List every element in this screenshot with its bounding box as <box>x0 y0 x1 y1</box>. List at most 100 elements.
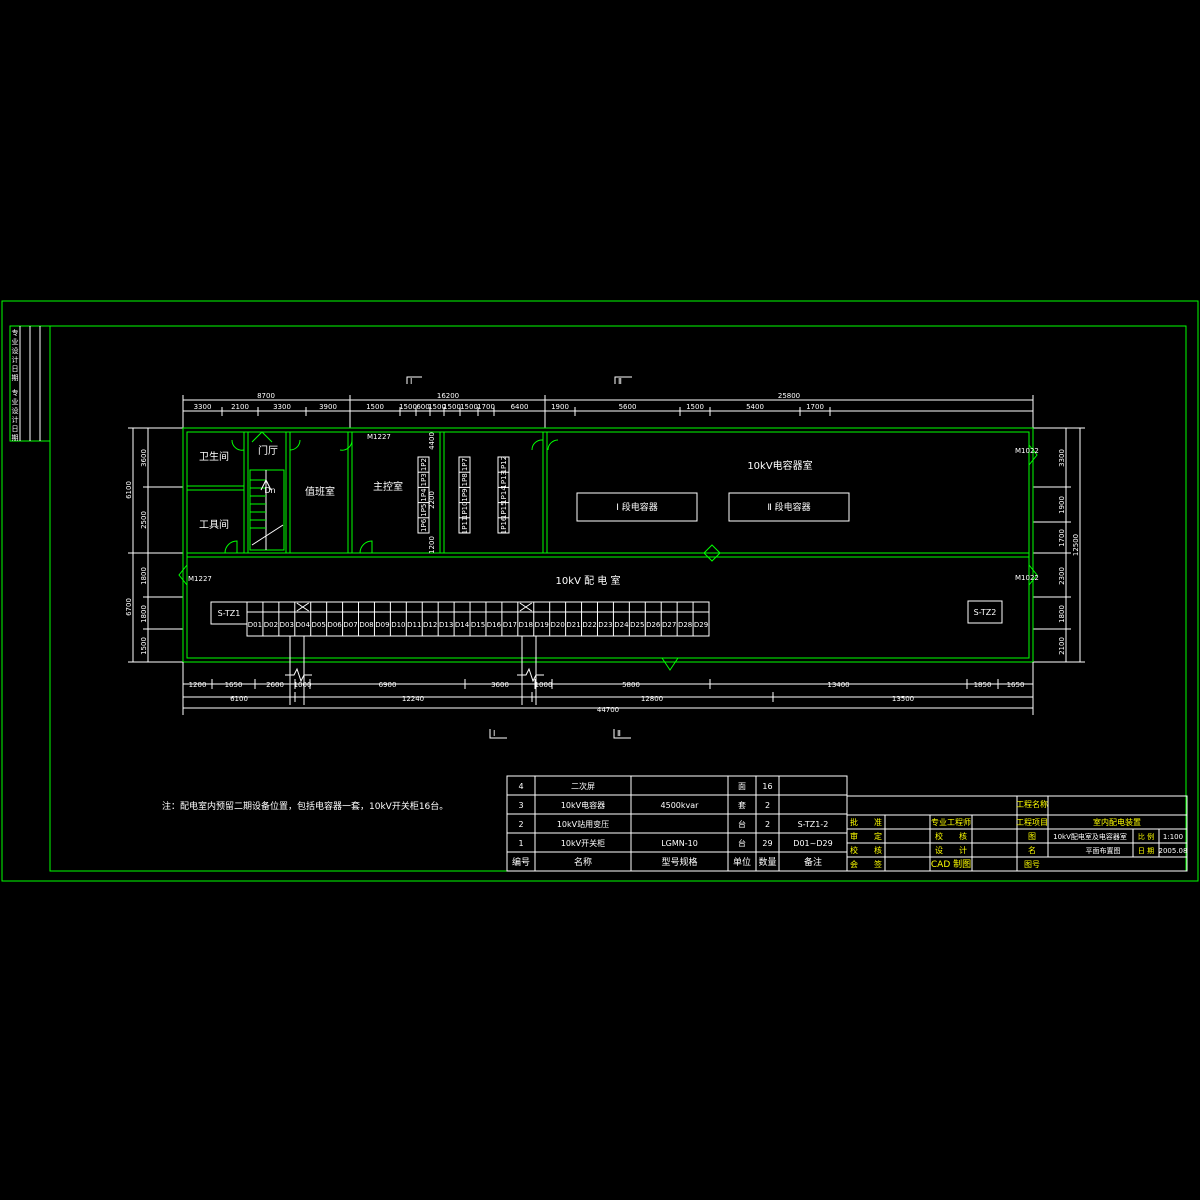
side-strip-12: 期 <box>12 434 19 442</box>
dim-top-inner: 1700 <box>477 403 495 411</box>
dim-top-inner: 1500 <box>686 403 704 411</box>
side-strip-3: 设 <box>12 346 19 355</box>
tb-project-item-value: 室内配电装置 <box>1093 817 1141 827</box>
dim-right-outer: 12500 <box>1072 534 1080 556</box>
room-hall: 门厅 <box>258 444 278 457</box>
side-strip-6: 期 <box>12 374 19 382</box>
tb-project-name-label: 工程名称 <box>1016 799 1048 809</box>
section-mark-c: Ⅰ <box>493 729 495 738</box>
table-cell: 16 <box>762 782 772 791</box>
capacitor-bank-1: Ⅰ 段电容器 <box>616 501 658 513</box>
section-mark-d: Ⅱ <box>617 729 621 738</box>
panel-column <box>458 456 471 534</box>
table-cell: 4 <box>518 782 523 791</box>
dim-bottom-inner: 1650 <box>225 681 243 689</box>
cabinet-label: D18 <box>519 621 533 629</box>
table-header: 名称 <box>574 856 592 868</box>
dim-top-inner: 1500 <box>366 403 384 411</box>
dim-left-outer-1: 6100 <box>125 481 133 499</box>
dim-top-inner: 1500 <box>443 403 461 411</box>
dim-top-inner: 5400 <box>746 403 764 411</box>
dim-bottom-inner: 2600 <box>266 681 284 689</box>
dim-right-3: 1700 <box>1058 529 1066 547</box>
tb-approve: 批 准 <box>850 817 882 827</box>
tb-project-item-label: 工程项目 <box>1016 818 1048 827</box>
cabinet-label: D24 <box>614 621 629 629</box>
dim-right-6: 2100 <box>1058 637 1066 655</box>
panel-label: 1P12 <box>500 456 508 474</box>
tb-review: 审 定 <box>850 831 882 841</box>
cabinet-label: D01 <box>248 621 262 629</box>
control-panels: 1P21P31P41P51P61P71P81P91P101P111P121P13… <box>417 456 510 534</box>
dim-bottom-inner: 1000 <box>294 681 312 689</box>
left-dimensions: 6100 6700 3600 2500 1800 1800 1500 <box>125 427 183 663</box>
dim-bottom-inner: 1000 <box>535 681 553 689</box>
dim-left-outer-2: 6700 <box>125 598 133 616</box>
table-cell: 2 <box>765 820 770 829</box>
side-strip-9: 设 <box>12 406 19 415</box>
side-strip-8: 业 <box>12 397 19 406</box>
room-distribution: 10kV 配 电 室 <box>556 574 621 587</box>
title-block: 工程名称 工程项目 室内配电装置 批 准 审 定 校 核 会 签 专业工程师 校… <box>846 795 1188 872</box>
cabinet-label: D14 <box>455 621 470 629</box>
dim-top-inner: 600 <box>416 403 429 411</box>
capacitor-bank-2: Ⅱ 段电容器 <box>767 501 810 513</box>
dim-right-2: 1900 <box>1058 496 1066 514</box>
side-strip-2: 业 <box>12 337 19 346</box>
cabinet-label: D27 <box>662 621 676 629</box>
cabinet-label: D17 <box>503 621 517 629</box>
cabinet-label: D03 <box>280 621 294 629</box>
cabinet-label: D20 <box>550 621 564 629</box>
table-cell: D01~D29 <box>793 839 832 848</box>
tb-date-value: 2005.08 <box>1159 847 1188 855</box>
room-duty: 值班室 <box>305 485 335 498</box>
table-cell: 套 <box>738 800 746 810</box>
tb-drawing-label: 图 <box>1028 832 1036 841</box>
dim-top-inner: 1500 <box>399 403 417 411</box>
dim-bottom-inner: 3600 <box>491 681 509 689</box>
dim-inner-v-3: 1200 <box>428 536 436 554</box>
tb-check: 会 签 <box>850 859 882 869</box>
side-strip-1: 专 <box>12 328 19 337</box>
table-header: 数量 <box>758 856 776 868</box>
dim-top-inner: 5600 <box>619 403 637 411</box>
dim-top-inner: 6400 <box>511 403 529 411</box>
side-strip-11: 日 <box>12 425 19 433</box>
table-cell: 10kV电容器 <box>561 800 605 810</box>
panel-label: 1P4 <box>420 488 428 502</box>
table-cell: 2 <box>765 801 770 810</box>
drawing-note: 注：配电室内预留二期设备位置，包括电容器一套，10kV开关柜16台。 <box>162 800 448 812</box>
panel-label: 1P14 <box>500 486 508 504</box>
dim-bottom-total: 44700 <box>597 706 619 714</box>
room-labels: 卫生间 工具间 门厅 Dn 值班室 主控室 10kV电容器室 10kV 配 电 … <box>188 432 1039 587</box>
dim-bottom-mid-2: 12240 <box>402 695 424 703</box>
cabinet-label: D06 <box>327 621 342 629</box>
dim-bottom-mid-1: 6100 <box>230 695 248 703</box>
cabinet-label: D13 <box>439 621 453 629</box>
tb-drawing-title: 10kV配电室及电容器室 <box>1053 832 1127 841</box>
dim-bottom-inner: 1200 <box>189 681 207 689</box>
table-header: 单位 <box>733 856 751 868</box>
table-cell: 台 <box>738 838 746 848</box>
room-toilet: 卫生间 <box>199 450 229 463</box>
dim-right-4: 2300 <box>1058 567 1066 585</box>
capacitor-banks: Ⅰ 段电容器 Ⅱ 段电容器 <box>576 492 850 522</box>
dim-inner-v-1: 4400 <box>428 432 436 450</box>
dim-bottom-inner: 13400 <box>827 681 849 689</box>
outer-frame <box>1 300 1199 882</box>
right-dimensions: 3300 1900 1700 2300 1800 2100 12500 <box>1033 427 1085 663</box>
door-m1227-a: M1227 <box>367 433 391 441</box>
dim-top-outer-2: 16200 <box>437 392 459 400</box>
cabinet-label: D26 <box>646 621 661 629</box>
tb-number-label: 图号 <box>1024 860 1040 869</box>
panel-label: 1P9 <box>461 488 469 501</box>
dim-right-1: 3300 <box>1058 449 1066 467</box>
cabinet-label: D05 <box>312 621 326 629</box>
panel-label: 1P7 <box>461 458 469 471</box>
transformer-right: S-TZ2 <box>974 608 997 617</box>
cabinet-label: D29 <box>694 621 708 629</box>
dim-top-inner: 3300 <box>273 403 291 411</box>
table-header: 编号 <box>512 856 530 868</box>
cabinet-reserved-mark <box>519 602 533 612</box>
